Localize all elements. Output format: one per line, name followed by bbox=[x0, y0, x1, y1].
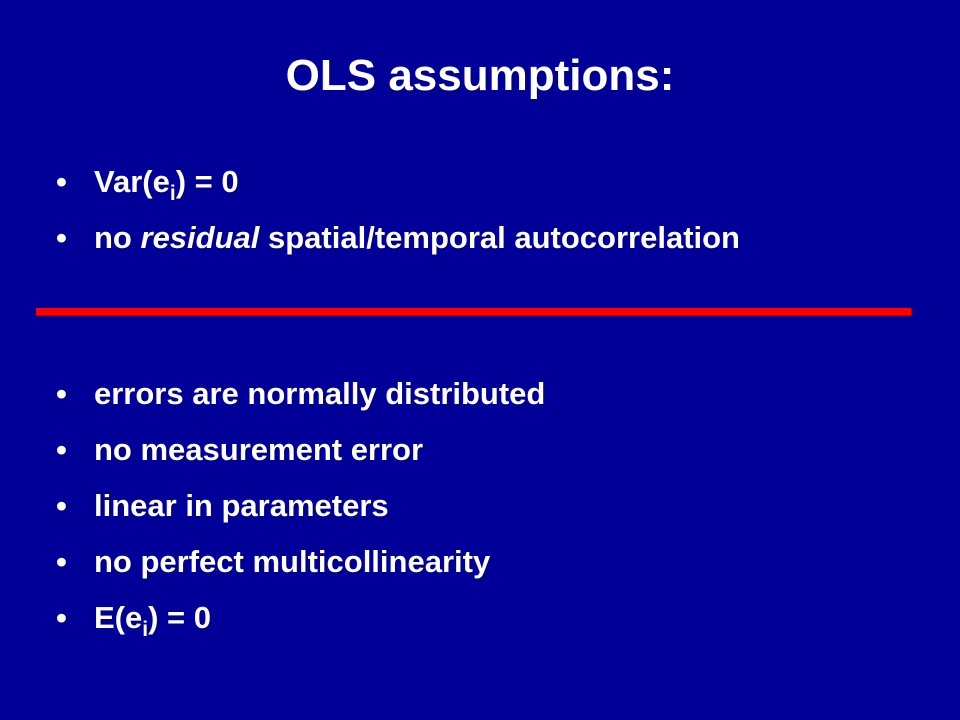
bullet-text-post: spatial/temporal autocorrelation bbox=[259, 220, 740, 255]
subscript-i: i bbox=[169, 182, 176, 205]
red-divider-line bbox=[36, 308, 911, 315]
bullet-dot: • bbox=[56, 376, 67, 411]
emphasis-residual: residual bbox=[140, 220, 260, 255]
bottom-bullet-list: • errors are normally distributed • no m… bbox=[56, 366, 545, 646]
bullet-text-post: ) = 0 bbox=[175, 164, 239, 199]
bullet-text: errors are normally distributed bbox=[94, 376, 546, 411]
bullet-item-multicollinearity: • no perfect multicollinearity bbox=[56, 534, 545, 590]
bullet-text-post: ) = 0 bbox=[148, 600, 211, 635]
bullet-item-linear: • linear in parameters bbox=[56, 478, 545, 534]
bullet-text: linear in parameters bbox=[94, 488, 389, 523]
bullet-item-normal-errors: • errors are normally distributed bbox=[56, 366, 545, 422]
top-bullet-list: • Var(ei) = 0 • no residual spatial/temp… bbox=[56, 154, 740, 266]
slide-title: OLS assumptions: bbox=[285, 51, 675, 100]
bullet-dot: • bbox=[56, 544, 67, 579]
bullet-text: no measurement error bbox=[94, 432, 424, 467]
subscript-i: i bbox=[142, 618, 149, 641]
bullet-item-variance: • Var(ei) = 0 bbox=[56, 154, 740, 210]
bullet-dot: • bbox=[56, 488, 67, 523]
bullet-text-pre: E(e bbox=[94, 600, 143, 635]
bullet-dot: • bbox=[56, 164, 67, 199]
bullet-text: no perfect multicollinearity bbox=[94, 544, 491, 579]
bullet-item-autocorrelation: • no residual spatial/temporal autocorre… bbox=[56, 210, 740, 266]
bullet-text-pre: Var(e bbox=[94, 164, 170, 199]
bullet-dot: • bbox=[56, 432, 67, 467]
bullet-item-measurement-error: • no measurement error bbox=[56, 422, 545, 478]
bullet-dot: • bbox=[56, 600, 67, 635]
bullet-text-pre: no bbox=[94, 220, 141, 255]
bullet-dot: • bbox=[56, 220, 67, 255]
bullet-item-expectation: • E(ei) = 0 bbox=[56, 590, 545, 646]
